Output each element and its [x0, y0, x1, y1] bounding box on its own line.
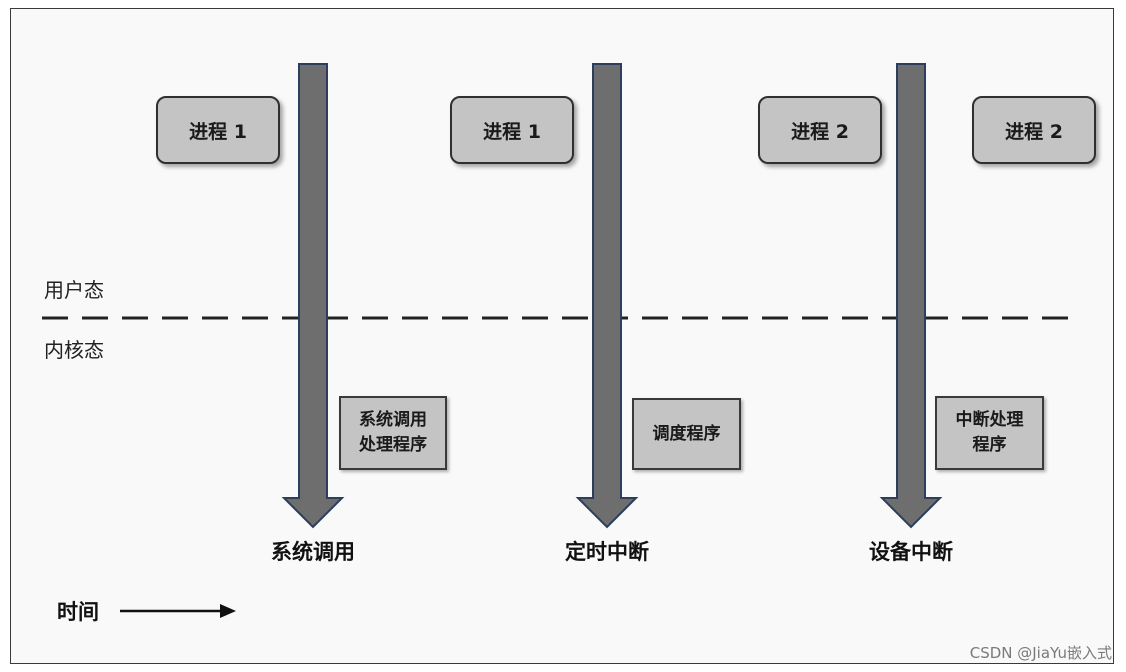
time-arrow-head — [220, 604, 236, 618]
handler-system-call: 系统调用 处理程序 — [339, 396, 447, 470]
arrow-device-interrupt — [879, 63, 943, 529]
event-label-system-call: 系统调用 — [271, 540, 355, 564]
arrow-system-call — [281, 63, 345, 529]
kernel-mode-label: 内核态 — [44, 338, 104, 362]
handler-interrupt: 中断处理 程序 — [935, 396, 1044, 470]
process-box-4: 进程 2 — [972, 96, 1096, 164]
handler-line: 中断处理 — [955, 410, 1024, 430]
handler-line: 处理程序 — [359, 435, 427, 455]
event-label-timer-interrupt: 定时中断 — [565, 540, 649, 564]
event-label-device-interrupt: 设备中断 — [869, 540, 953, 564]
arrow-timer-interrupt — [575, 63, 639, 529]
process-box-1: 进程 1 — [156, 96, 280, 164]
process-box-2: 进程 1 — [450, 96, 574, 164]
handler-scheduler: 调度程序 — [632, 398, 741, 470]
process-box-3: 进程 2 — [758, 96, 882, 164]
handler-line: 程序 — [972, 435, 1007, 455]
handler-line: 系统调用 — [359, 410, 427, 430]
time-label: 时间 — [57, 600, 99, 624]
user-mode-label: 用户态 — [44, 278, 104, 302]
handler-line: 调度程序 — [652, 423, 721, 444]
watermark: CSDN @JiaYu嵌入式 — [969, 644, 1112, 662]
